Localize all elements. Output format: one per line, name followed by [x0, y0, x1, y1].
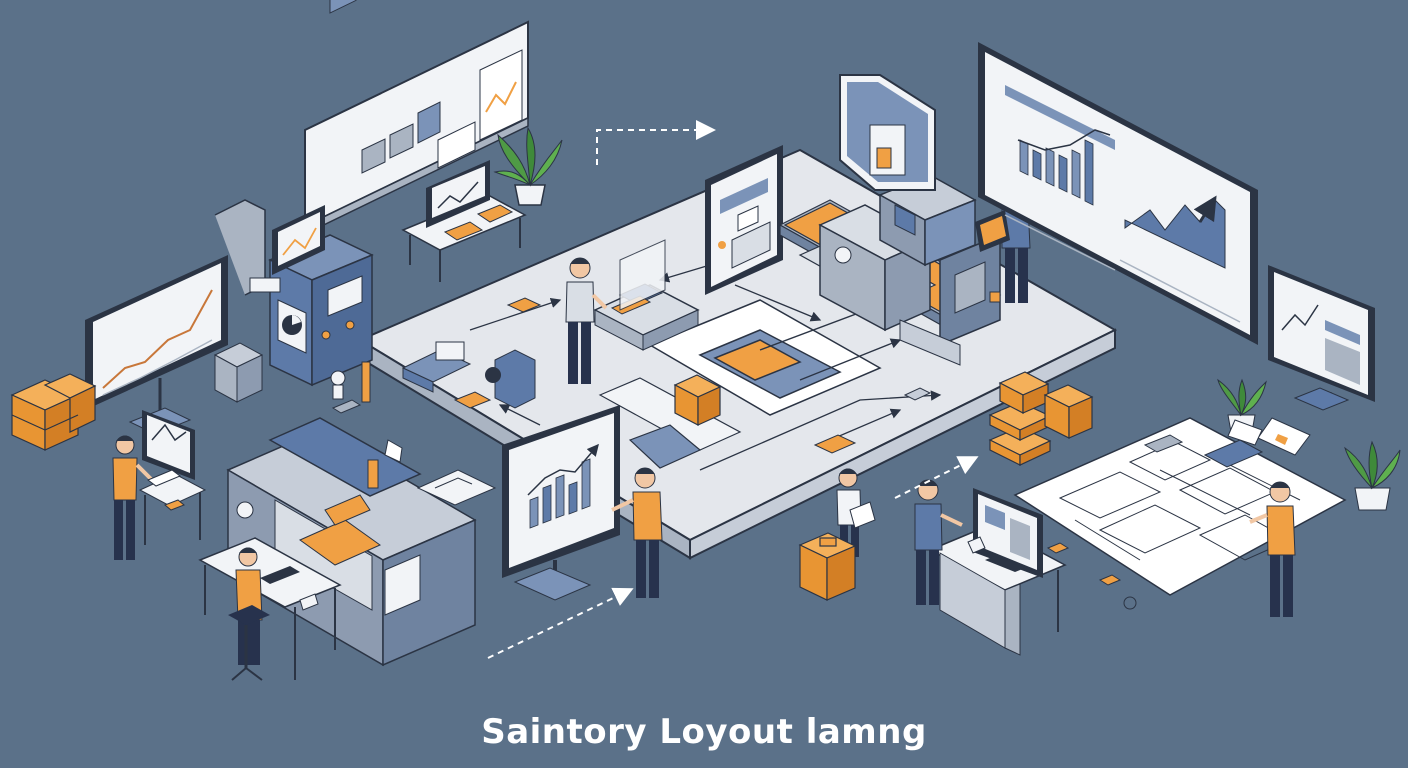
bar-chart-screen — [502, 405, 620, 601]
dashed-arrow-icon-bottom — [487, 587, 634, 659]
worker-left — [112, 435, 154, 560]
right-small-monitor — [1268, 265, 1375, 411]
line-chart-icon — [1124, 195, 1226, 269]
paper-desk — [416, 469, 497, 506]
floor-plan-sheet — [1013, 417, 1347, 610]
worker-planner — [1249, 481, 1296, 617]
box-stack-left — [10, 373, 97, 451]
process-screen — [705, 145, 783, 295]
bar-chart-icon-2 — [529, 458, 591, 529]
floor-devices-left — [330, 297, 542, 414]
left-analytics-monitor — [85, 255, 228, 435]
dashed-arrow-icon — [596, 120, 716, 165]
floor-orange-tags — [813, 387, 932, 454]
plant-icon — [493, 126, 563, 206]
center-workbench — [593, 239, 700, 351]
box-stack-right — [988, 371, 1094, 466]
assembly-machine — [818, 174, 1001, 366]
scene-caption: Saintory Loyout lamng — [481, 712, 927, 752]
dashed-arrow-icon-right — [894, 456, 979, 499]
design-desk — [401, 160, 527, 282]
worker-engineer — [914, 479, 963, 605]
worker-seated — [198, 537, 342, 681]
box-center — [673, 374, 722, 426]
control-cabinet — [213, 199, 374, 403]
box-carrier — [798, 532, 857, 601]
worker-center — [565, 257, 608, 384]
kiosk-screen — [839, 74, 936, 191]
plant-icon-right-2 — [1344, 440, 1401, 511]
cnc-machine — [226, 417, 477, 667]
right-wall-dashboard — [978, 42, 1258, 345]
bar-chart-icon — [1019, 139, 1094, 206]
worker-carrier — [836, 468, 876, 557]
worker-presenter — [611, 467, 663, 598]
left-workstation — [138, 410, 207, 545]
engineering-desk — [928, 488, 1067, 656]
wall-whiteboard — [304, 0, 529, 236]
